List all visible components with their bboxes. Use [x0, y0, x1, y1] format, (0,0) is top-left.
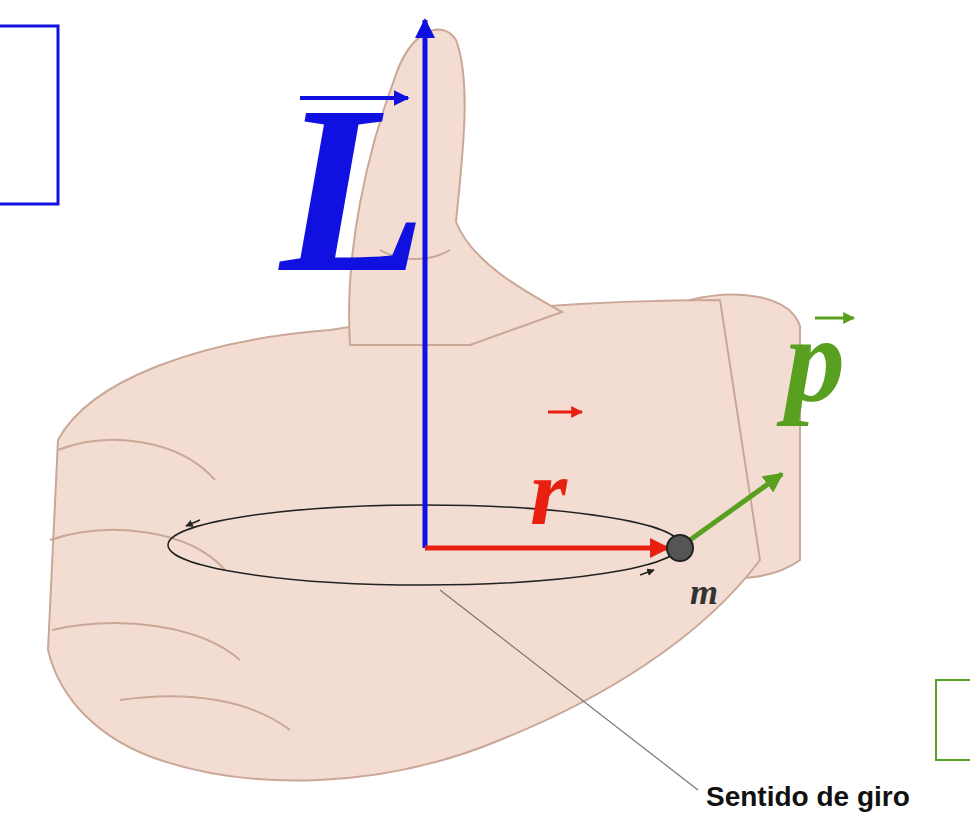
rotation-arrow	[640, 570, 654, 575]
vector-symbol: L	[280, 69, 427, 309]
rotation-arrow	[186, 520, 200, 526]
caption-label: Sentido de giro	[706, 783, 910, 811]
position-vector	[425, 546, 668, 551]
leader-line	[440, 590, 698, 790]
mass-point	[667, 535, 693, 561]
momentum-vector	[690, 474, 782, 540]
vector-symbol: r	[530, 445, 567, 540]
frame-box	[0, 26, 58, 204]
vector-symbol: p	[785, 300, 845, 420]
frame-box	[936, 680, 970, 760]
mass-label: m	[690, 574, 718, 610]
vector-accent	[548, 411, 582, 414]
